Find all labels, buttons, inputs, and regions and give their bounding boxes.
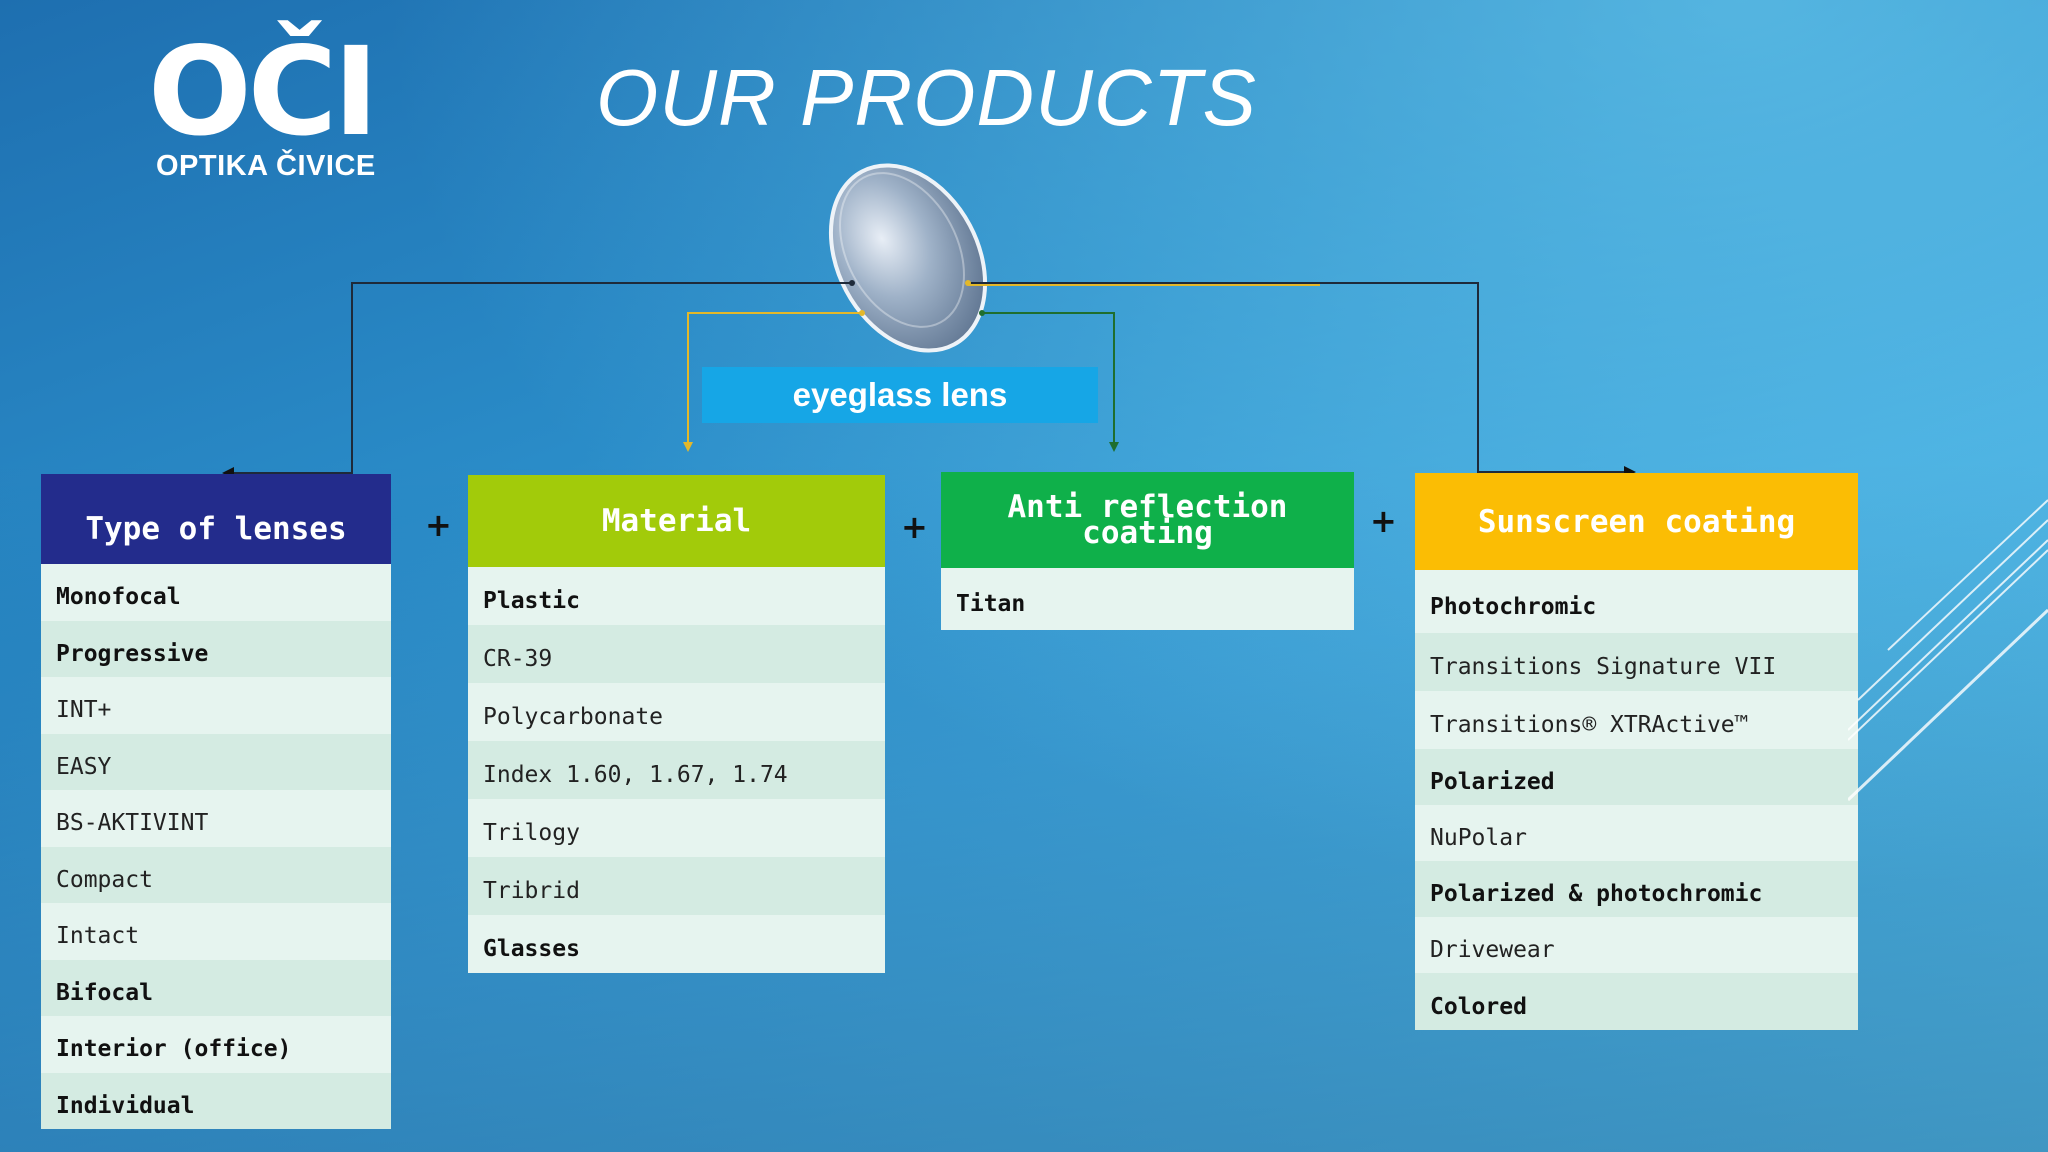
item-list: Titan <box>941 568 1354 630</box>
list-item: Polarized & photochromic <box>1415 861 1858 917</box>
list-item: Photochromic <box>1415 570 1858 633</box>
slide-title: OUR PRODUCTS <box>596 53 1257 142</box>
list-item: NuPolar <box>1415 805 1858 861</box>
list-item: Progressive <box>41 620 391 677</box>
logo-mark: OČI <box>148 21 379 163</box>
column-header: Sunscreen coating <box>1415 473 1858 570</box>
list-item: Colored <box>1415 973 1858 1030</box>
column-material: Material Plastic CR-39 Polycarbonate Ind… <box>468 475 885 973</box>
list-item: Tribrid <box>468 857 885 915</box>
list-item: Drivewear <box>1415 917 1858 973</box>
list-item: Interior (office) <box>41 1016 391 1073</box>
list-item: Polycarbonate <box>468 683 885 741</box>
list-item: CR-39 <box>468 625 885 683</box>
item-list: Photochromic Transitions Signature VII T… <box>1415 570 1858 1030</box>
list-item: Titan <box>941 568 1354 630</box>
list-item: Bifocal <box>41 959 391 1016</box>
list-item: Transitions® XTRActive™ <box>1415 691 1858 749</box>
list-item: EASY <box>41 733 391 790</box>
logo-company-name: OPTIKA ČIVICE <box>156 150 376 182</box>
list-item: Index 1.60, 1.67, 1.74 <box>468 741 885 799</box>
column-header: Material <box>468 475 885 567</box>
list-item: Polarized <box>1415 749 1858 805</box>
list-item: INT+ <box>41 677 391 734</box>
column-type-of-lenses: Type of lenses Monofocal Progressive INT… <box>41 474 391 1129</box>
list-item: Glasses <box>468 915 885 973</box>
item-list: Plastic CR-39 Polycarbonate Index 1.60, … <box>468 567 885 973</box>
list-item: Compact <box>41 846 391 903</box>
list-item: Individual <box>41 1072 391 1129</box>
column-sunscreen-coating: Sunscreen coating Photochromic Transitio… <box>1415 473 1858 1030</box>
column-header: Anti reflection coating <box>941 472 1354 568</box>
company-logo: OČI OPTIKA ČIVICE <box>148 21 388 186</box>
plus-sign: + <box>425 506 452 544</box>
plus-sign: + <box>901 508 928 546</box>
list-item: Intact <box>41 903 391 960</box>
list-item: BS-AKTIVINT <box>41 790 391 847</box>
item-list: Monofocal Progressive INT+ EASY BS-AKTIV… <box>41 564 391 1129</box>
list-item: Trilogy <box>468 799 885 857</box>
plus-sign: + <box>1370 502 1397 540</box>
list-item: Plastic <box>468 567 885 625</box>
list-item: Monofocal <box>41 564 391 621</box>
list-item: Transitions Signature VII <box>1415 633 1858 691</box>
column-header: Type of lenses <box>41 474 391 564</box>
eyeglass-lens-label: eyeglass lens <box>702 367 1098 423</box>
decorative-lines <box>1848 499 2048 802</box>
lens-illustration <box>828 163 988 353</box>
column-anti-reflection-coating: Anti reflection coating Titan <box>941 472 1354 630</box>
